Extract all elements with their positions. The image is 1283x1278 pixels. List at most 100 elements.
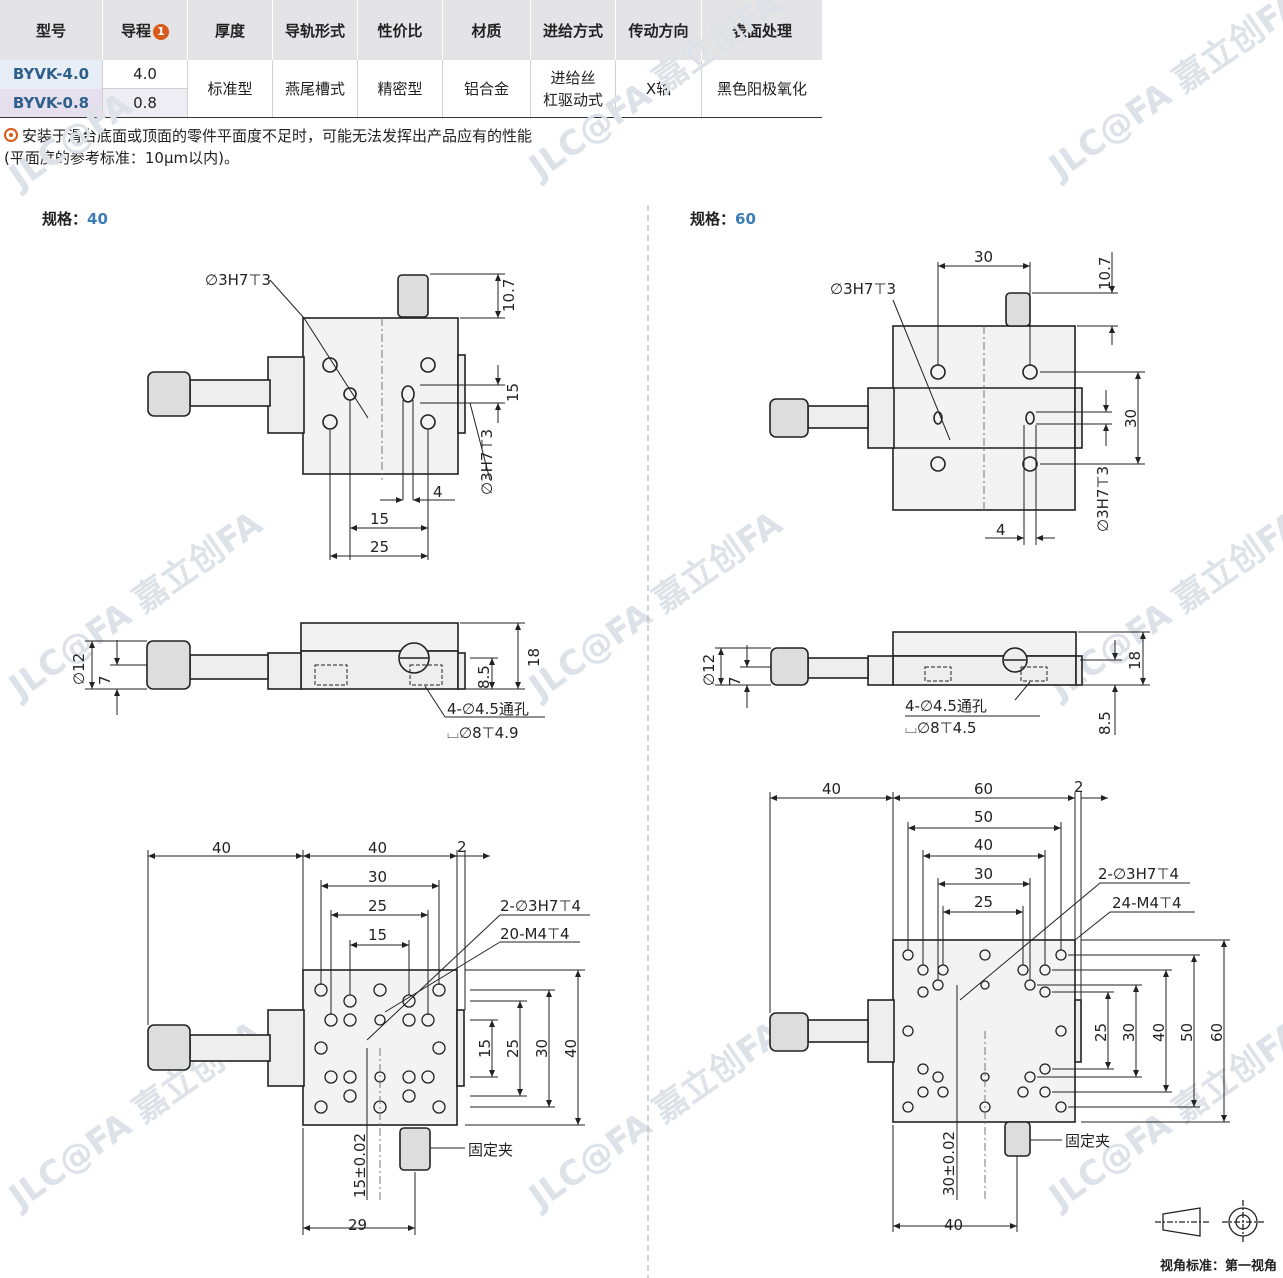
dim-label: 2-∅3H7⊤4: [1098, 865, 1179, 883]
spec-60-label: 规格：60: [690, 208, 756, 229]
feed-cell: 进给丝杠驱动式: [530, 60, 616, 118]
flatness-note: 安装于滑台底面或顶面的零件平面度不足时，可能无法发挥出产品应有的性能 (平面度的…: [4, 125, 532, 169]
dim-label: 7: [726, 676, 744, 686]
rail-cell: 燕尾槽式: [272, 60, 358, 118]
dim-label: 24-M4⊤4: [1112, 894, 1182, 912]
dim-label: ∅12: [70, 653, 88, 685]
top-view-40: [147, 274, 466, 475]
dim-label: ∅3H7⊤3: [205, 271, 271, 289]
top-view-60: [769, 292, 1083, 511]
dim-label: 60: [974, 780, 993, 798]
value-cell: 精密型: [357, 60, 443, 118]
header-lead-label: 导程: [120, 21, 151, 40]
dim-label: 2-∅3H7⊤4: [500, 897, 581, 915]
dim-label: 4: [433, 483, 443, 501]
dim-label: 25: [974, 893, 993, 911]
dim-label: 30: [533, 1039, 551, 1058]
dim-label: ⌴∅8⊤4.5: [905, 719, 977, 737]
dim-label: 4-∅4.5通孔: [447, 700, 529, 718]
dim-label: 30: [974, 248, 993, 266]
thickness-cell: 标准型: [187, 60, 273, 118]
svg-text:JLC@FA: JLC@FA: [1, 85, 140, 199]
clamp-label: 固定夹: [468, 1141, 513, 1159]
side-view-40: [146, 622, 466, 690]
dim-label: 30: [368, 868, 387, 886]
side-view-60: [770, 631, 1083, 686]
header-value: 性价比: [357, 0, 443, 60]
dim-label: 30: [1122, 409, 1140, 428]
dim-label: 18: [1126, 651, 1144, 670]
projection-symbol-icon: [1155, 1200, 1264, 1244]
dim-label: 20-M4⊤4: [500, 925, 570, 943]
note-badge: 1: [153, 23, 169, 40]
dim-label: 40: [562, 1039, 580, 1058]
spec-label-text: 规格：: [42, 210, 88, 228]
dim-label: 40: [368, 839, 387, 857]
svg-text:JLC@FA 嘉立创FA: JLC@FA 嘉立创FA: [521, 503, 791, 708]
spec-label-value: 40: [87, 210, 108, 228]
dim-label: 40: [1150, 1023, 1168, 1042]
lead-cell: 0.8: [102, 88, 188, 118]
model-cell: BYVK-4.0: [0, 60, 103, 89]
feed-line1: 进给丝: [550, 68, 596, 87]
dim-label: 10.7: [500, 279, 518, 312]
header-material: 材质: [442, 0, 531, 60]
dim-label: 29: [348, 1216, 367, 1234]
spec-label-value: 60: [735, 210, 756, 228]
dim-label: ∅12: [700, 654, 718, 686]
model-cell: BYVK-0.8: [0, 88, 103, 118]
mount-holes-40: [314, 983, 446, 1114]
note-bullet-icon: [4, 128, 18, 142]
dim-label: 50: [1178, 1023, 1196, 1042]
dim-label: 25: [1092, 1023, 1110, 1042]
dim-label: 40: [822, 780, 841, 798]
lead-cell: 4.0: [102, 60, 188, 89]
dim-label: 50: [974, 808, 993, 826]
dim-label: 15: [504, 383, 522, 402]
svg-text:JLC@FA 嘉立创FA: JLC@FA 嘉立创FA: [1041, 0, 1283, 189]
header-model: 型号: [0, 0, 103, 60]
direction-cell: X轴: [615, 60, 702, 118]
dim-label: 15: [368, 926, 387, 944]
dim-label: ∅3H7⊤3: [1094, 466, 1112, 532]
dim-label: 4-∅4.5通孔: [905, 697, 987, 715]
spec-label-text: 规格：: [690, 210, 736, 228]
dim-label: 4: [996, 521, 1006, 539]
header-surface: 表面处理: [701, 0, 822, 60]
dim-label: 7: [96, 675, 114, 685]
projection-standard: 视角标准：第一视角: [1159, 1259, 1277, 1274]
header-feed: 进给方式: [530, 0, 616, 60]
note-line1: 安装于滑台底面或顶面的零件平面度不足时，可能无法发挥出产品应有的性能: [22, 127, 533, 145]
note-line2: (平面度的参考标准：10μm以内)。: [4, 149, 239, 167]
dim-label: 25: [504, 1039, 522, 1058]
dim-label: 40: [944, 1216, 963, 1234]
leader-line: [303, 317, 369, 419]
dim-label: 25: [368, 897, 387, 915]
spec-40-label: 规格：40: [42, 208, 108, 229]
dim-label: 15±0.02: [351, 1133, 369, 1198]
dim-label: 40: [974, 836, 993, 854]
header-thickness: 厚度: [187, 0, 273, 60]
dim-label: 60: [1208, 1023, 1226, 1042]
dim-label: ⌴∅8⊤4.9: [447, 724, 519, 742]
dim-label: 2: [1074, 778, 1084, 796]
dim-label: 30±0.02: [940, 1131, 958, 1196]
dim-label: 15: [370, 510, 389, 528]
dim-label: ∅3H7⊤3: [478, 429, 496, 495]
dim-label: 30: [1120, 1023, 1138, 1042]
dim-label: 8.5: [475, 665, 493, 689]
dim-label: 18: [525, 648, 543, 667]
header-direction: 传动方向: [615, 0, 702, 60]
bottom-view-60: [769, 939, 1082, 1157]
dim-label: 15: [476, 1039, 494, 1058]
dim-label: 30: [974, 865, 993, 883]
dim-label: ∅3H7⊤3: [830, 280, 896, 298]
dim-label: 8.5: [1096, 711, 1114, 735]
dim-label: 2: [457, 838, 467, 856]
header-rail: 导轨形式: [272, 0, 358, 60]
dim-label: 25: [370, 538, 389, 556]
clamp-label: 固定夹: [1065, 1132, 1110, 1150]
